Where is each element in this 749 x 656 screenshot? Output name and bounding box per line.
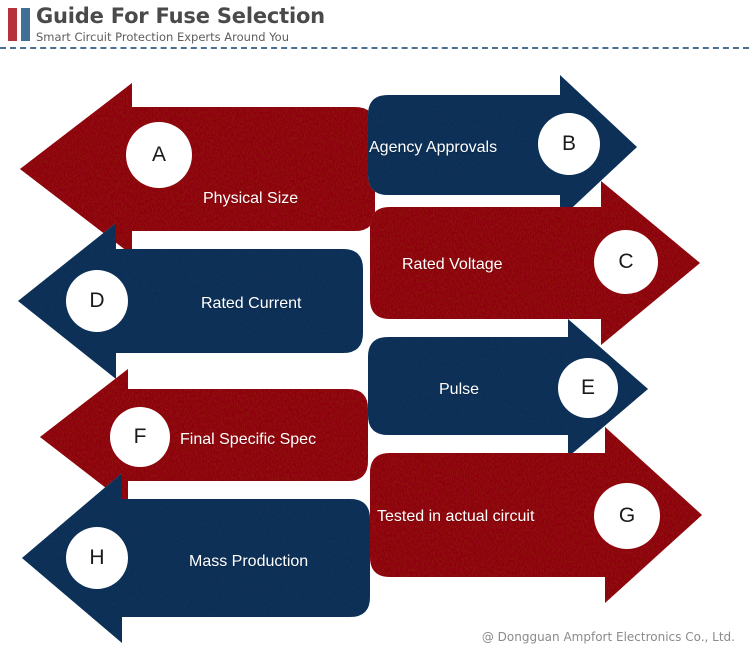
diagram-canvas: A Physical Size B Agency Approvals C Rat… — [0, 49, 749, 656]
arrow-shape-d[interactable] — [18, 223, 363, 379]
arrow-shape-b[interactable] — [368, 75, 637, 219]
step-badge-f[interactable]: F — [110, 407, 170, 467]
logo-bar-red-icon — [8, 8, 17, 41]
arrow-shape-f[interactable] — [40, 369, 368, 505]
arrow-shape-e[interactable] — [368, 319, 648, 457]
arrow-shape-g[interactable] — [370, 427, 702, 603]
brand-logo — [8, 8, 32, 41]
arrow-shape-a[interactable] — [20, 83, 375, 255]
step-badge-d[interactable]: D — [66, 270, 128, 332]
page-subtitle: Smart Circuit Protection Experts Around … — [36, 30, 290, 44]
arrow-shape-h[interactable] — [22, 473, 370, 643]
page-title: Guide For Fuse Selection — [36, 4, 325, 28]
footer-credit: @ Dongguan Ampfort Electronics Co., Ltd. — [481, 630, 735, 644]
header-divider — [0, 47, 749, 49]
arrow-shapes-layer — [0, 49, 749, 656]
step-badge-e[interactable]: E — [558, 358, 618, 418]
step-badge-a[interactable]: A — [126, 122, 192, 188]
step-badge-b[interactable]: B — [538, 113, 600, 175]
flow-arrows-svg — [18, 75, 702, 643]
step-badge-h[interactable]: H — [66, 527, 128, 589]
arrow-shape-c[interactable] — [370, 181, 700, 345]
title-block: Guide For Fuse Selection Smart Circuit P… — [36, 4, 325, 44]
step-badge-g[interactable]: G — [594, 483, 660, 549]
logo-bar-blue-icon — [21, 8, 30, 41]
step-badge-c[interactable]: C — [594, 230, 658, 294]
page-header: Guide For Fuse Selection Smart Circuit P… — [0, 0, 749, 49]
